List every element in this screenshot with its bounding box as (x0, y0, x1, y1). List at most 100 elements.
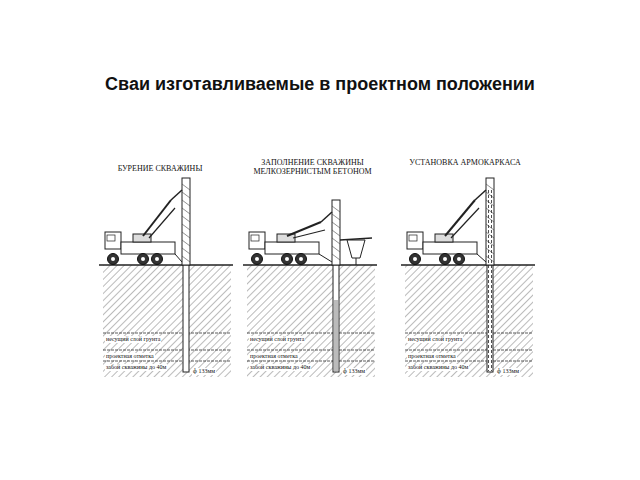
mast-lattice (332, 214, 340, 220)
truck-body (423, 242, 477, 254)
mast-lattice (486, 224, 494, 230)
truck-body (265, 242, 319, 254)
layer-label: проектная отметка (407, 353, 457, 360)
mast-lattice (332, 254, 340, 260)
truck-cab (407, 232, 423, 249)
step-caption: БУРЕНИЕ СКВАЖИНЫ (95, 164, 225, 173)
wheel (152, 254, 163, 265)
mast-lattice (486, 240, 494, 246)
mast-lattice (182, 256, 190, 262)
crane-boom (293, 230, 325, 238)
crane-base (133, 234, 151, 242)
mast-lattice (486, 192, 494, 198)
rebar-cage (488, 190, 489, 371)
crane-boom (451, 208, 479, 238)
crane-base (435, 234, 453, 242)
mast-lattice (486, 200, 494, 206)
wheel-hub (255, 257, 259, 261)
diameter-label: ф 133мм (192, 368, 216, 375)
cab-window (107, 235, 115, 241)
wheel-hub (299, 257, 303, 261)
crane-base (277, 234, 295, 242)
mast-lattice (182, 240, 190, 246)
borehole (333, 265, 339, 372)
cab-window (251, 235, 259, 241)
outrigger (319, 254, 332, 262)
outrigger (477, 254, 486, 262)
wheel-hub (111, 257, 115, 261)
borehole (487, 265, 493, 372)
level-line (405, 350, 533, 351)
wheel (410, 254, 421, 265)
layer-label: проектная отметка (105, 353, 155, 360)
wheel-hub (413, 257, 417, 261)
crane-boom (287, 222, 321, 236)
step-caption: ЗАПОЛНЕНИЕ СКВАЖИНЫ МЕЛКОЗЕРНИСТЫМ БЕТОН… (240, 158, 385, 176)
wheel (440, 254, 451, 265)
truck-cab (105, 232, 121, 249)
mast-lattice (182, 232, 190, 238)
level-line (247, 361, 375, 362)
wheel (454, 254, 465, 265)
diameter-label: ф 133мм (342, 368, 366, 375)
wheel-hub (285, 257, 289, 261)
crane-mast (332, 200, 340, 265)
wheel (138, 254, 149, 265)
level-line (247, 333, 375, 334)
crane-boom (149, 208, 175, 238)
layer-label: забой скважины до 40м (105, 364, 167, 371)
mast-lattice (486, 184, 494, 190)
layer-label: забой скважины до 40м (407, 364, 469, 371)
mast-lattice (332, 246, 340, 252)
wheel (252, 254, 263, 265)
mast-lattice (182, 200, 190, 206)
truck-cab (249, 232, 265, 249)
level-line (405, 361, 533, 362)
layer-label: забой скважины до 40м (249, 364, 311, 371)
ground-line (243, 264, 377, 266)
mast-lattice (486, 248, 494, 254)
crane-mast (182, 178, 190, 265)
diameter-label: ф 133мм (496, 368, 520, 375)
mast-lattice (182, 184, 190, 190)
mast-lattice (182, 208, 190, 214)
wheel (282, 254, 293, 265)
mast-lattice (332, 238, 340, 244)
boom-head (475, 190, 486, 200)
level-line (103, 333, 231, 334)
truck-body (121, 242, 175, 254)
concrete-fill (334, 300, 338, 371)
mast-lattice (486, 208, 494, 214)
boom-head (171, 190, 182, 200)
soil-hatching (247, 265, 375, 377)
mast-lattice (332, 206, 340, 212)
ground-line (99, 264, 233, 266)
mast-lattice (332, 222, 340, 228)
step-caption: УСТАНОВКА АРМОКАРКАСА (395, 158, 535, 167)
slide-title: Сваи изготавливаемые в проектном положен… (0, 74, 640, 95)
layer-label: несущий слой грунта (249, 336, 305, 343)
mast-lattice (332, 230, 340, 236)
wheel-hub (443, 257, 447, 261)
borehole (183, 265, 189, 372)
mast-lattice (486, 256, 494, 262)
concrete-hopper (347, 240, 365, 258)
mast-lattice (182, 248, 190, 254)
wheel-hub (141, 257, 145, 261)
mast-lattice (486, 232, 494, 238)
wheel-hub (155, 257, 159, 261)
hopper-spout (356, 258, 357, 265)
mast-lattice (182, 192, 190, 198)
crane-mast (486, 178, 494, 265)
mast-lattice (182, 224, 190, 230)
rebar-cage (491, 190, 492, 371)
wheel-hub (457, 257, 461, 261)
soil-hatching (103, 265, 231, 377)
boom-head (321, 212, 332, 222)
mast-lattice (182, 216, 190, 222)
layer-label: проектная отметка (249, 353, 299, 360)
crane-boom (445, 200, 475, 236)
ground-line (401, 264, 535, 266)
